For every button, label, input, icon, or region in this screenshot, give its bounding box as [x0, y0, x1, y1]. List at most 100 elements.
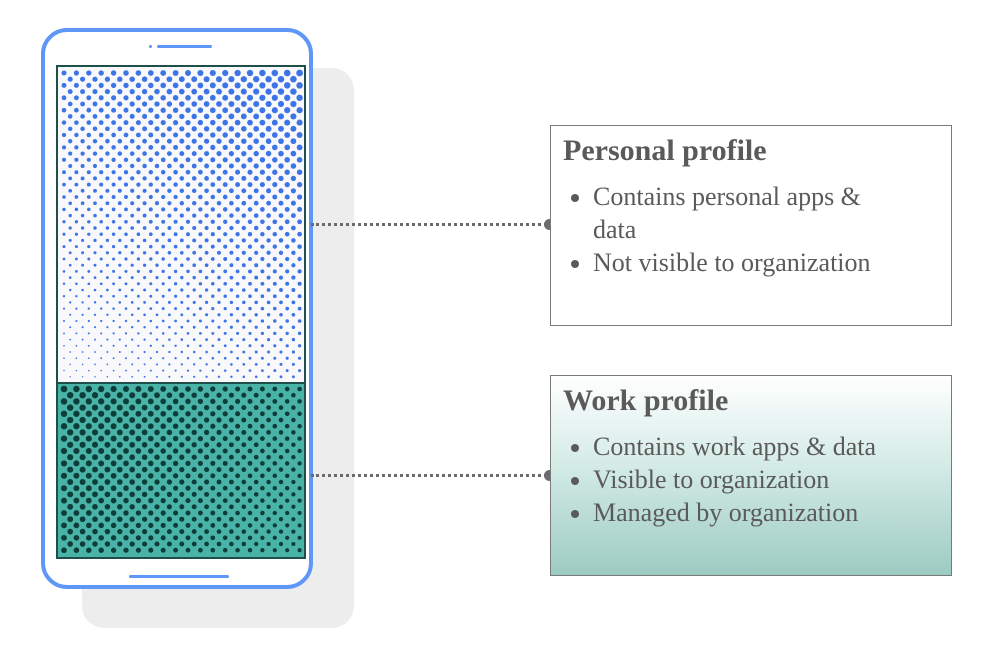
halftone-dot: [241, 225, 246, 231]
halftone-dot: [166, 76, 173, 83]
halftone-dot: [63, 369, 65, 372]
halftone-dot: [166, 429, 173, 436]
halftone-dot: [180, 275, 184, 280]
halftone-dot: [179, 491, 185, 497]
halftone-dot: [166, 417, 173, 423]
halftone-dot: [217, 300, 221, 305]
halftone-dot: [179, 138, 185, 144]
halftone-dot: [148, 232, 153, 237]
halftone-dot: [291, 479, 296, 485]
halftone-dot: [197, 69, 204, 77]
halftone-dot: [98, 435, 105, 442]
halftone-dot: [166, 529, 172, 535]
halftone-dot: [185, 547, 191, 553]
halftone-dot: [118, 351, 121, 353]
halftone-dot: [75, 307, 78, 310]
halftone-dot: [61, 107, 67, 113]
halftone-dot: [87, 257, 91, 261]
halftone-dot: [104, 454, 111, 461]
halftone-dot: [297, 423, 302, 429]
halftone-dot: [179, 541, 185, 547]
halftone-dot: [229, 275, 234, 280]
halftone-dot: [85, 510, 92, 516]
halftone-dot: [87, 319, 90, 323]
halftone-dot: [279, 350, 283, 354]
halftone-dot: [297, 281, 302, 286]
halftone-dot: [74, 145, 79, 150]
halftone-dot: [203, 404, 210, 411]
halftone-dot: [273, 356, 277, 360]
halftone-dot: [61, 547, 67, 554]
halftone-dot: [291, 250, 296, 256]
halftone-dot: [81, 338, 84, 341]
halftone-dot: [166, 466, 173, 473]
halftone-dot: [111, 182, 116, 187]
personal-profile-title: Personal profile: [563, 134, 767, 167]
halftone-dot: [93, 263, 97, 267]
halftone-dot: [135, 423, 142, 430]
halftone-dot: [253, 100, 260, 108]
halftone-dot: [142, 541, 148, 547]
halftone-dot: [61, 120, 67, 125]
halftone-dot: [81, 351, 84, 353]
halftone-dot: [142, 176, 147, 181]
halftone-dot: [154, 491, 160, 498]
halftone-dot: [129, 516, 135, 522]
halftone-dot: [241, 479, 247, 485]
halftone-dot: [241, 150, 247, 157]
halftone-dot: [61, 82, 67, 88]
halftone-dot: [248, 331, 252, 335]
halftone-dot: [284, 244, 290, 249]
halftone-dot: [204, 516, 210, 522]
halftone-dot: [69, 363, 71, 366]
halftone-dot: [278, 175, 284, 182]
halftone-dot: [191, 392, 197, 398]
halftone-dot: [143, 288, 147, 292]
halftone-dot: [248, 281, 252, 286]
halftone-dot: [154, 88, 160, 95]
halftone-dot: [149, 282, 153, 286]
halftone-dot: [141, 466, 148, 473]
halftone-dot: [272, 269, 277, 274]
halftone-dot: [92, 491, 98, 498]
halftone-dot: [185, 411, 191, 417]
halftone-dot: [192, 201, 197, 206]
halftone-dot: [166, 479, 173, 485]
halftone-dot: [123, 70, 129, 76]
halftone-dot: [99, 220, 103, 224]
halftone-dot: [192, 275, 196, 280]
halftone-dot: [87, 294, 91, 298]
halftone-dot: [106, 313, 109, 316]
halftone-dot: [161, 269, 165, 274]
halftone-dot: [100, 344, 103, 347]
halftone-dot: [179, 201, 184, 206]
halftone-dot: [67, 416, 74, 424]
halftone-dot: [273, 369, 277, 373]
halftone-dot: [222, 510, 228, 516]
halftone-dot: [117, 126, 123, 132]
halftone-dot: [191, 151, 197, 157]
halftone-dot: [98, 535, 104, 541]
halftone-dot: [297, 231, 302, 237]
halftone-dot: [198, 257, 203, 261]
halftone-dot: [254, 350, 258, 354]
halftone-dot: [253, 150, 259, 157]
halftone-dot: [204, 288, 209, 292]
halftone-dot: [154, 188, 160, 193]
halftone-dot: [123, 95, 129, 101]
halftone-dot: [137, 369, 140, 372]
halftone-dot: [104, 113, 110, 119]
halftone-dot: [173, 169, 178, 175]
halftone-dot: [143, 301, 146, 304]
halftone-dot: [185, 182, 191, 187]
halftone-dot: [266, 405, 271, 410]
halftone-dot: [179, 417, 185, 423]
halftone-dot: [106, 375, 109, 378]
halftone-dot: [217, 363, 221, 366]
halftone-dot: [248, 294, 252, 298]
halftone-dot: [186, 307, 190, 311]
halftone-dot: [277, 88, 285, 95]
halftone-dot: [173, 535, 179, 541]
halftone-dot: [160, 144, 166, 150]
halftone-dot: [279, 337, 283, 342]
